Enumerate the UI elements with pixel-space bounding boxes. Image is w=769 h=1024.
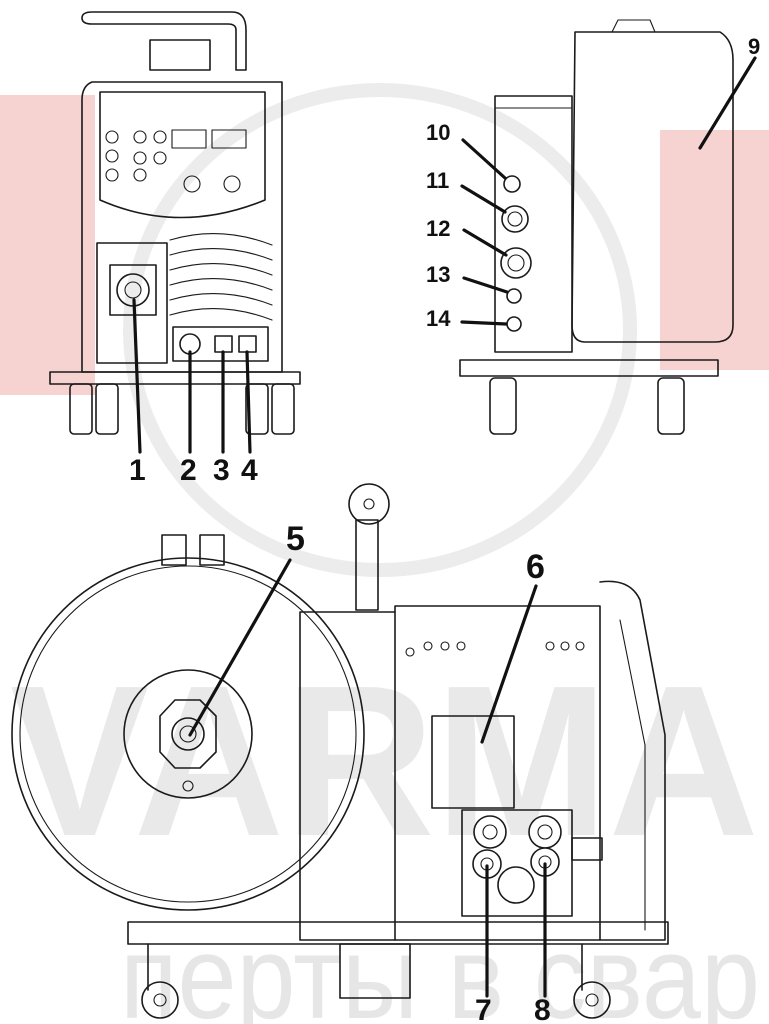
leader-6: [480, 584, 538, 744]
body-holes: [405, 641, 585, 657]
callout-12: 12: [426, 216, 450, 241]
callout-9: 9: [748, 34, 760, 59]
callout-14: 14: [426, 306, 451, 331]
display-right: [211, 129, 247, 149]
euro-adapter: [571, 837, 603, 861]
leader-5: [188, 558, 292, 737]
display-left: [171, 129, 207, 149]
drive-rolls: [461, 809, 603, 917]
callout-4: 4: [241, 454, 258, 487]
callout-10: 10: [426, 120, 450, 145]
drive-plate: [461, 809, 573, 917]
watermark: VARMA перты в свар: [0, 83, 769, 1024]
leader-13: [462, 276, 509, 294]
rear-wheels: [489, 377, 685, 435]
callout-2: 2: [180, 454, 197, 487]
front-bezel: [599, 580, 666, 941]
socket-13: [506, 288, 522, 304]
handle-bracket: [149, 39, 211, 71]
socket-14: [506, 316, 522, 332]
spool-lock-knob: [159, 699, 217, 769]
leader-11: [460, 184, 507, 214]
torch-connector-bay: [96, 242, 168, 364]
open-side-view: 5 6 7 8: [11, 483, 669, 1024]
leader-10: [461, 138, 507, 180]
terminal-bar: [172, 326, 269, 362]
spool-tab-left: [161, 534, 187, 566]
panel-knobs: [105, 130, 241, 193]
upper-roll-right: [528, 815, 562, 849]
callout-1: 1: [129, 454, 146, 487]
spool-hub-plate: [123, 669, 253, 799]
drive-gear: [497, 866, 535, 904]
rear-panel: [494, 95, 573, 353]
leader-4: [245, 350, 252, 454]
watermark-red-block-left: [0, 95, 95, 395]
callout-5: 5: [286, 520, 305, 558]
watermark-red-block-right: [660, 130, 769, 370]
spool-tab-right: [199, 534, 225, 566]
leader-9: [698, 56, 757, 150]
rear-view: 10 11 12 13 14 9: [426, 19, 760, 435]
socket-12: [500, 247, 532, 279]
callout-7: 7: [475, 994, 492, 1024]
control-panel: [99, 91, 266, 219]
socket-10: [503, 175, 521, 193]
callout-8: 8: [534, 994, 551, 1024]
callout-13: 13: [426, 262, 450, 287]
front-base: [49, 371, 301, 385]
callout-3: 3: [213, 454, 230, 487]
bottom-wheels: [141, 943, 611, 1019]
callout-6: 6: [526, 548, 545, 586]
front-wheels: [69, 383, 295, 435]
terminal-4: [238, 335, 257, 353]
vent-grille: [169, 233, 273, 321]
guide-pulley: [348, 483, 390, 525]
wire-feed-motor: [431, 715, 515, 809]
rear-base: [459, 359, 719, 377]
wire-spool: [11, 557, 365, 911]
watermark-tagline-text: перты в свар: [120, 912, 760, 1024]
upper-roll-left: [473, 815, 507, 849]
base-mount: [339, 943, 411, 999]
leader-1: [132, 298, 142, 454]
watermark-brand-text: VARMA: [10, 640, 759, 881]
carry-handle: [81, 11, 247, 71]
leader-14: [460, 320, 508, 326]
rear-sockets: [500, 175, 532, 332]
leader-12: [462, 228, 508, 257]
spool-cover: [571, 31, 734, 343]
socket-11: [501, 205, 529, 233]
watermark-emblem-ring: [123, 83, 637, 577]
terminal-3: [214, 335, 233, 353]
callout-11: 11: [426, 168, 449, 193]
guide-post: [355, 519, 379, 611]
front-view: 1 2 3 4: [49, 11, 301, 487]
